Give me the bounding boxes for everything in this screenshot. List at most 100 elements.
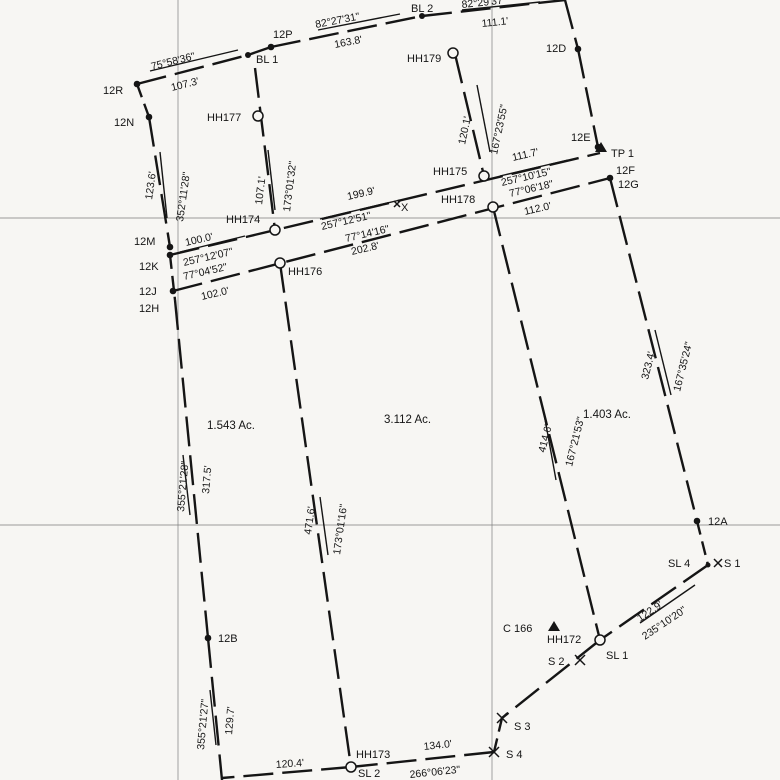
point-12d: [574, 45, 582, 53]
s1-x-icon: [713, 558, 723, 568]
label-hh178: HH178: [441, 194, 475, 206]
survey-symbols: [393, 142, 723, 758]
corner-points: [133, 13, 701, 642]
point-bl2: [419, 13, 425, 19]
boundary-sl1-s3: [501, 639, 601, 719]
bar-hh179-hh175: [476, 84, 491, 153]
label-s2: S 2: [548, 656, 565, 668]
bearing-top-partial: 82°29'37": [461, 0, 507, 11]
distance-102-0: 102.0': [200, 285, 230, 303]
boundary-s3-s4: [492, 717, 504, 753]
boundary-12k-12h: [168, 254, 177, 301]
bar-hh176-hh173: [319, 496, 329, 556]
bar-east-upper: [654, 329, 672, 396]
point-12g: [606, 174, 614, 182]
c166-triangle-icon: [548, 621, 560, 631]
bar-12p-bl2: [317, 13, 401, 31]
point-12j: [169, 287, 177, 295]
label-s3: S 3: [514, 721, 531, 733]
tp1-triangle-icon: [595, 142, 607, 152]
bar-west-upper: [159, 151, 168, 219]
boundary-bl1-hh174: [253, 67, 277, 231]
label-s4: S 4: [506, 749, 523, 761]
label-12g: 12G: [618, 179, 639, 191]
area-labels: 1.543 Ac. 3.112 Ac. 1.403 Ac.: [207, 409, 631, 432]
distance-111-7: 111.7': [511, 146, 540, 164]
s2-x-icon: [574, 654, 586, 666]
boundary-12b-bottom: [206, 637, 224, 780]
label-s1: S 1: [724, 558, 741, 570]
boundary-hh179-hh175: [453, 53, 486, 177]
boundary-bl2-top: [421, 0, 566, 18]
point-labels: 12R 12N 12M 12K 12J 12H 12P 12D 12E 12F …: [103, 29, 728, 645]
label-tp1: TP 1: [611, 148, 634, 160]
distance-111-1: 111.1': [481, 15, 509, 30]
boundary-12g-12a: [608, 177, 699, 522]
label-bl1: BL 1: [256, 54, 278, 66]
label-12r: 12R: [103, 85, 123, 97]
label-12m: 12M: [134, 236, 155, 248]
label-12e: 12E: [571, 132, 591, 144]
bar-top-east: [461, 1, 541, 11]
boundary-bl1-12p: [247, 45, 272, 57]
distance-120-4: 120.4': [275, 757, 304, 771]
label-sl4: SL 4: [668, 558, 690, 570]
handhole-hh172: [594, 634, 606, 646]
bar-12r-bl1: [149, 49, 239, 72]
boundary-sl4-sl1: [599, 564, 709, 641]
label-hh176: HH176: [288, 266, 322, 278]
boundary-12d-12e: [576, 48, 600, 148]
bar-west-bottom: [209, 689, 217, 746]
bearing-352-11-28: 352°11'28": [174, 171, 193, 222]
bearing-355-21-28: 355°21'28": [175, 460, 191, 512]
bar-west-lower: [182, 454, 191, 516]
handhole-hh175: [478, 170, 490, 182]
bearing-167-21-53: 167°21'53": [563, 415, 587, 467]
label-hh179: HH179: [407, 53, 441, 65]
bearing-266-06-23: 266°06'23": [409, 764, 461, 780]
x-marker-icon: [393, 200, 401, 208]
bar-middle-right: [499, 159, 569, 177]
area-label-east-lot: 1.403 Ac.: [583, 409, 631, 421]
boundary-12a-sl4: [695, 520, 710, 566]
point-12a: [693, 517, 701, 525]
distance-107-1: 107.1': [253, 176, 268, 206]
handhole-hh174: [269, 224, 281, 236]
point-12r: [133, 80, 141, 88]
label-hh173: HH173: [356, 749, 390, 761]
label-bl2: BL 2: [411, 3, 433, 15]
boundary-lower-middle: [172, 176, 611, 293]
label-12k: 12K: [139, 261, 159, 273]
bearing-173-01-16: 173°01'16": [331, 503, 350, 555]
bar-middle-left: [179, 235, 246, 253]
handhole-hh173: [345, 761, 357, 773]
handhole-hh177: [252, 110, 264, 122]
distance-129-7: 129.7': [223, 706, 237, 735]
label-12h: 12H: [139, 303, 159, 315]
label-hh175: HH175: [433, 166, 467, 178]
bearing-173-01-32: 173°01'32": [281, 160, 299, 212]
s4-x-icon: [488, 746, 500, 758]
boundary-12n-12m: [147, 116, 172, 248]
s3-x-icon: [496, 712, 508, 724]
label-12b: 12B: [218, 633, 238, 645]
distance-471-6: 471.6': [302, 506, 318, 536]
label-x-marker: X: [401, 202, 409, 214]
point-12k: [166, 251, 174, 259]
handhole-hh176: [274, 257, 286, 269]
distance-107-3: 107.3': [170, 75, 200, 93]
boundary-hh176-hh173: [278, 262, 353, 768]
handhole-hh179: [447, 47, 459, 59]
bar-bl1-hh174: [267, 149, 276, 211]
point-12p: [267, 43, 275, 51]
label-12a: 12A: [708, 516, 728, 528]
distance-199-9: 199.9': [346, 185, 376, 203]
label-12p: 12P: [273, 29, 293, 41]
sl4-dot-icon: [705, 562, 711, 568]
bearing-355-21-27: 355°21'27": [195, 698, 211, 750]
distance-317-5: 317.5': [200, 465, 214, 494]
label-12d: 12D: [546, 43, 566, 55]
bearing-167-23-55: 167°23'55": [488, 103, 510, 155]
